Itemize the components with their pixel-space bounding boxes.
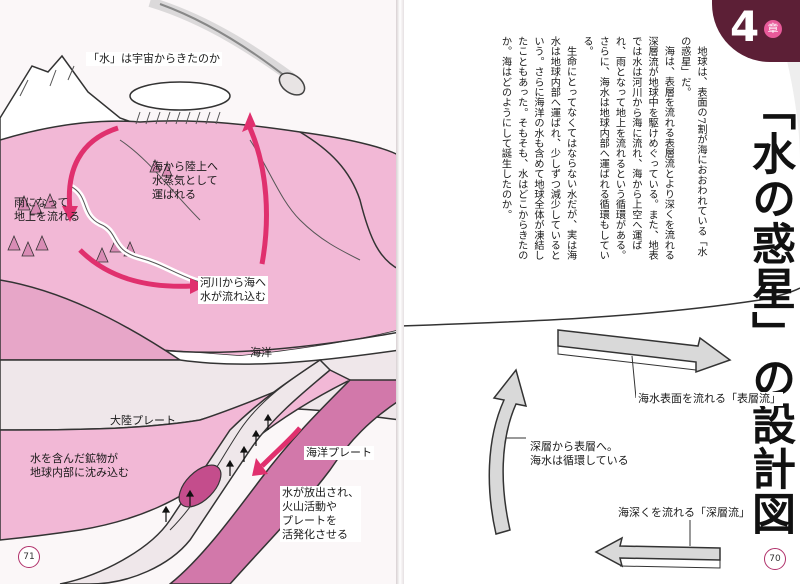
water-cycle-illustration xyxy=(0,0,400,584)
label-circulation: 深層から表層へ。 海水は循環している xyxy=(528,440,631,468)
upwelling-arrow xyxy=(488,368,528,535)
surface-current-arrow xyxy=(557,329,732,374)
label-river: 河川から海へ 水が流れ込む xyxy=(198,276,268,304)
left-page: 「水」は宇宙からきたのか 海から陸上へ 水蒸気として 運ばれる 雨になって 地上… xyxy=(0,0,400,584)
chapter-number: 4 xyxy=(730,2,760,51)
label-ocean: 海洋 xyxy=(250,346,272,359)
rain-cloud-icon xyxy=(129,81,231,125)
page-number-right: 70 xyxy=(764,548,786,570)
deep-current-arrow xyxy=(594,536,721,569)
label-surface-current: 海水表面を流れる「表層流」 xyxy=(636,392,783,406)
label-release: 水が放出され、 火山活動や プレートを 活発化させる xyxy=(280,486,362,542)
cycle-arrows xyxy=(66,125,269,289)
right-page: 4 章 「水の惑星」の設計図 地球は、表面の7割が海におおわれている「水の惑星」… xyxy=(400,0,800,584)
page-number-left: 71 xyxy=(18,546,40,568)
label-ocean-plate: 海洋プレート xyxy=(304,446,374,460)
label-vapor: 海から陸上へ 水蒸気として 運ばれる xyxy=(152,160,218,201)
book-gutter xyxy=(396,0,404,584)
chapter-suffix: 章 xyxy=(764,20,782,38)
label-continental-plate: 大陸プレート xyxy=(110,414,176,427)
body-text: 地球は、表面の7割が海におおわれている「水の惑星」だ。 海は、表層を流れる表層流… xyxy=(499,36,706,261)
label-deep-current: 海深くを流れる「深層流」 xyxy=(616,506,752,520)
page-title: 「水の惑星」の設計図 xyxy=(744,86,795,536)
label-from-space: 「水」は宇宙からきたのか xyxy=(86,52,222,66)
label-rain: 雨になって 地上を流れる xyxy=(14,196,80,223)
meteor-icon xyxy=(148,0,306,96)
label-minerals: 水を含んだ鉱物が 地球内部に沈み込む xyxy=(30,452,129,479)
